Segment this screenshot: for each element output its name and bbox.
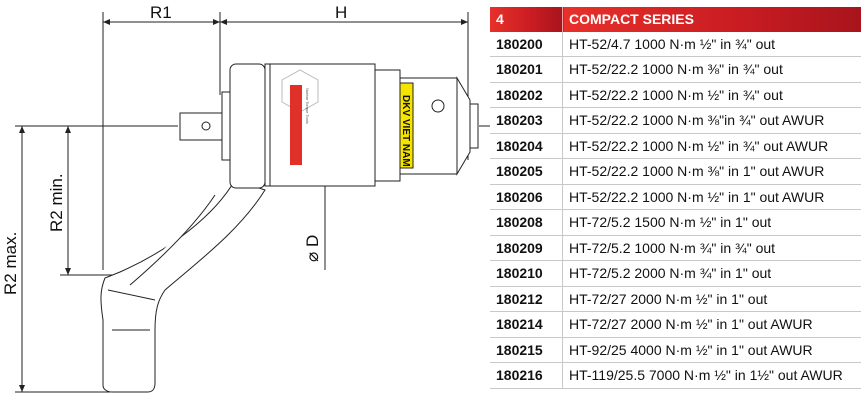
part-code: 180215 [490, 337, 563, 363]
part-code: 180216 [490, 362, 563, 389]
part-description: HT-52/4.7 1000 N·m ½" in ¾" out [562, 31, 861, 57]
norbar-logo: Norbar Torque Tools [281, 69, 319, 165]
sticker-text: DKV VIET NAM [400, 95, 411, 167]
part-code: 180203 [490, 107, 563, 134]
section-title: COMPACT SERIES [562, 7, 861, 32]
part-description: HT-52/22.2 1000 N·m ⅜" in 1" out AWUR [562, 158, 861, 185]
part-code: 180204 [490, 133, 563, 159]
part-code: 180209 [490, 235, 563, 261]
tool-body [100, 63, 479, 393]
dim-r2-max: R2 max. [1, 232, 20, 295]
part-description: HT-52/22.2 1000 N·m ⅜" in ¾" out [562, 56, 861, 83]
part-code: 180208 [490, 209, 563, 236]
part-description: HT-52/22.2 1000 N·m ⅜"in ¾" out AWUR [562, 107, 861, 134]
part-code: 180200 [490, 31, 563, 57]
dim-h: H [335, 3, 347, 22]
part-code: 180206 [490, 184, 563, 210]
part-description: HT-52/22.2 1000 N·m ½" in ¾" out [562, 82, 861, 108]
part-description: HT-92/25 4000 N·m ½" in 1" out AWUR [562, 337, 861, 363]
table-header: 4 COMPACT SERIES [490, 7, 861, 32]
part-description: HT-52/22.2 1000 N·m ½" in ¾" out AWUR [562, 133, 861, 159]
dim-d: ⌀ D [303, 235, 322, 262]
part-code: 180214 [490, 311, 563, 338]
part-code: 180212 [490, 286, 563, 312]
part-description: HT-72/5.2 1000 N·m ¾" in ¾" out [562, 235, 861, 261]
dkv-sticker: DKV VIET NAM [399, 82, 414, 169]
part-description: HT-72/5.2 2000 N·m ¾" in 1" out [562, 260, 861, 287]
dim-r2-min: R2 min. [47, 173, 66, 232]
part-description: HT-72/27 2000 N·m ½" in 1" out AWUR [562, 311, 861, 338]
part-description: HT-72/5.2 1500 N·m ½" in 1" out [562, 209, 861, 236]
section-number: 4 [490, 7, 563, 32]
dim-r1: R1 [150, 3, 172, 22]
torque-multiplier-drawing: R1 H R2 max. R2 min. ⌀ D Norbar Torque T… [1, 3, 490, 393]
part-code: 180202 [490, 82, 563, 108]
part-description: HT-52/22.2 1000 N·m ½" in 1" out AWUR [562, 184, 861, 210]
part-code: 180201 [490, 56, 563, 83]
part-code: 180210 [490, 260, 563, 287]
part-description: HT-72/27 2000 N·m ½" in 1" out [562, 286, 861, 312]
brand-tagline: Norbar Torque Tools [305, 88, 310, 124]
part-description: HT-119/25.5 7000 N·m ½" in 1½" out AWUR [562, 362, 861, 389]
part-code: 180205 [490, 158, 563, 185]
